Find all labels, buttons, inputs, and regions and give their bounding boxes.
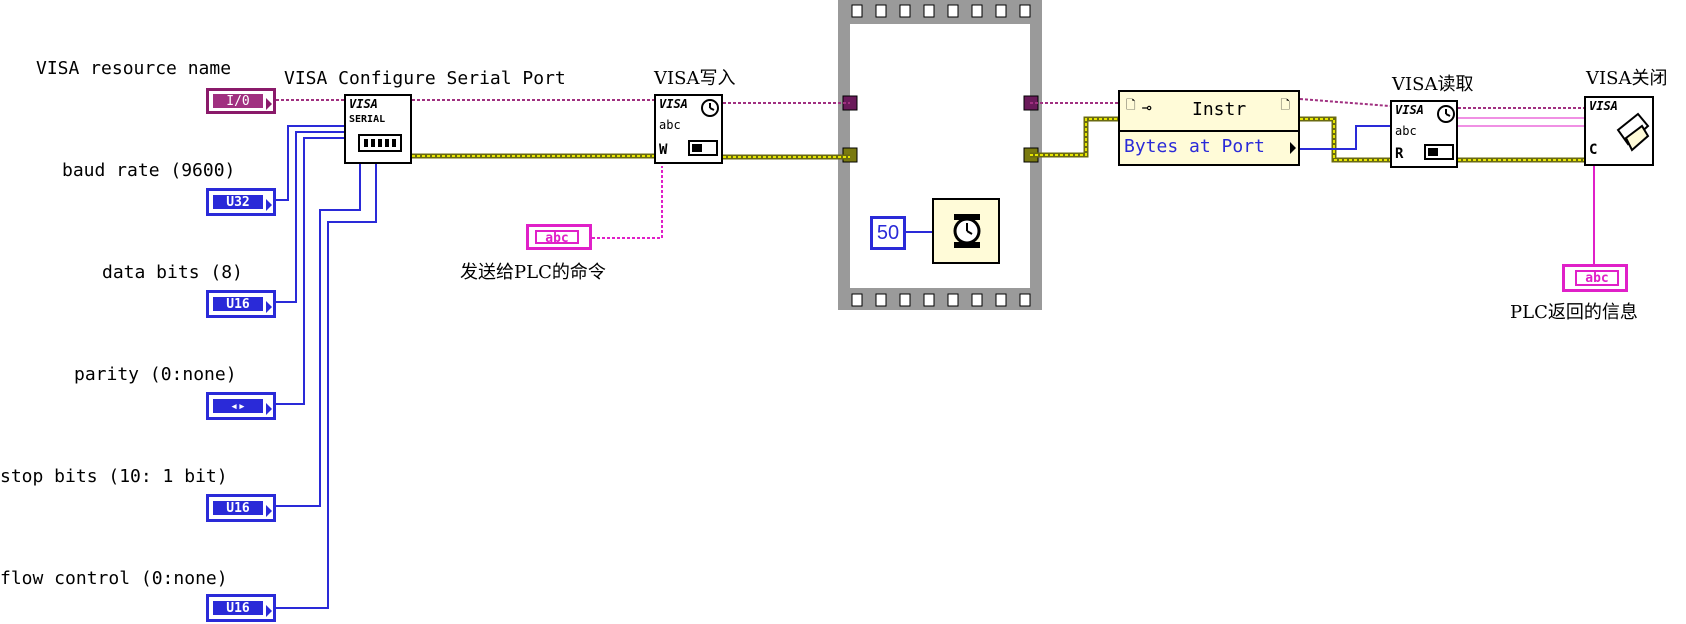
output-arrow-icon	[266, 301, 272, 313]
baud-rate-terminal[interactable]: U32	[206, 188, 276, 216]
configure-serial-label: VISA Configure Serial Port	[284, 68, 566, 89]
visa-write-label: VISA写入	[654, 68, 736, 89]
visa-resource-wire	[276, 98, 1584, 109]
output-arrow-icon	[266, 199, 272, 211]
stop-bits-label: stop bits (10: 1 bit)	[0, 466, 228, 487]
refnum-icon: 🗋	[1126, 98, 1136, 112]
bytes-at-port-property[interactable]: Bytes at Port	[1124, 136, 1265, 157]
visa-close-label: VISA关闭	[1586, 68, 1668, 89]
config-wires	[276, 125, 377, 609]
data-bits-label: data bits (8)	[102, 262, 243, 283]
timer-icon	[701, 99, 719, 117]
output-arrow-icon	[266, 605, 272, 617]
property-node[interactable]: 🗋 ⊸ Instr 🗋 Bytes at Port	[1118, 90, 1300, 166]
parity-terminal[interactable]: ◂▸	[206, 392, 276, 420]
data-bits-terminal[interactable]: U16	[206, 290, 276, 318]
stop-bits-terminal[interactable]: U16	[206, 494, 276, 522]
visa-read-node[interactable]: VISA abc R	[1390, 100, 1458, 168]
flow-control-terminal[interactable]: U16	[206, 594, 276, 622]
command-label: 发送给PLC的命令	[460, 262, 606, 283]
wait-clock-icon	[953, 214, 981, 248]
session-wire-secondary	[1458, 117, 1584, 127]
timer-icon	[1437, 105, 1455, 123]
plc-reply-indicator[interactable]: abc	[1562, 264, 1628, 292]
visa-close-node[interactable]: VISA C	[1584, 96, 1654, 166]
serial-port-icon	[358, 134, 402, 152]
visa-configure-serial-node[interactable]: VISA SERIAL	[344, 94, 412, 164]
output-arrow-icon	[266, 98, 272, 110]
output-arrow-icon	[266, 403, 272, 415]
close-session-icon	[1616, 112, 1650, 152]
error-cluster-wire	[412, 116, 1584, 163]
visa-resource-name-label: VISA resource name	[36, 58, 232, 79]
property-output-arrow-icon	[1290, 142, 1296, 154]
visa-write-node[interactable]: VISA abc W	[654, 94, 723, 164]
output-arrow-icon	[266, 505, 272, 517]
visa-read-label: VISA读取	[1392, 74, 1474, 95]
wait-ms-constant[interactable]: 50	[870, 216, 906, 250]
command-string-constant[interactable]: abc	[526, 224, 592, 250]
key-icon: ⊸	[1142, 98, 1152, 117]
bytes-count-wire	[1300, 125, 1390, 150]
refnum-out-icon: 🗋	[1280, 98, 1290, 112]
visa-resource-name-terminal[interactable]: I/0	[206, 88, 276, 114]
device-icon	[1424, 144, 1454, 160]
plc-reply-label: PLC返回的信息	[1510, 302, 1638, 323]
property-node-title: Instr	[1192, 99, 1247, 120]
property-node-header: 🗋 ⊸ Instr 🗋	[1120, 92, 1298, 132]
parity-label: parity (0:none)	[74, 364, 237, 385]
wait-ms-node[interactable]	[932, 198, 1000, 264]
device-icon	[688, 140, 718, 156]
string-wires	[592, 166, 1595, 264]
baud-rate-label: baud rate (9600)	[62, 160, 236, 181]
sequence-frame	[838, 0, 1042, 310]
flow-control-label: flow control (0:none)	[0, 568, 228, 589]
